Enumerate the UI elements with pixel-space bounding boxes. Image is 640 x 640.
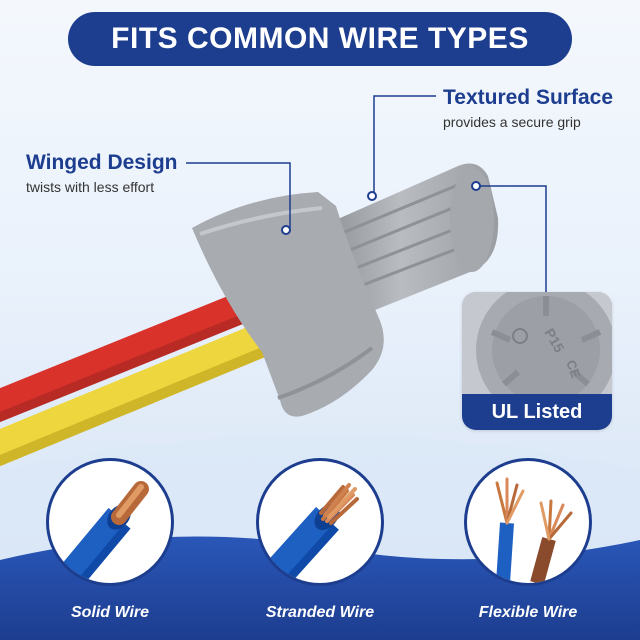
winged-design-marker xyxy=(281,225,291,235)
solid-wire-icon xyxy=(57,481,149,583)
wire-connector xyxy=(192,163,499,417)
flexible-wire-circle xyxy=(464,458,592,586)
winged-design-callout: Winged Design twists with less effort xyxy=(26,151,177,197)
connector-closeup-image: P15 CE xyxy=(462,292,612,420)
yellow-wire xyxy=(0,322,279,467)
stranded-wire-label: Stranded Wire xyxy=(265,604,375,621)
stranded-wire-icon xyxy=(261,483,359,583)
flexible-wire-icon xyxy=(495,477,573,583)
textured-surface-marker xyxy=(367,191,377,201)
header-banner: FITS COMMON WIRE TYPES xyxy=(68,12,572,66)
flexible-wire-label: Flexible Wire xyxy=(478,604,578,621)
ul-listed-card: P15 CE UL Listed xyxy=(462,292,612,430)
solid-wire-label: Solid Wire xyxy=(70,604,150,621)
ul-mark-icon xyxy=(512,328,528,344)
red-wire xyxy=(0,288,265,423)
callout-title: Textured Surface xyxy=(443,86,613,109)
ul-listed-label: UL Listed xyxy=(462,394,612,430)
callout-lines xyxy=(186,95,547,292)
embossed-ce: CE xyxy=(563,358,583,380)
callout-title: Winged Design xyxy=(26,151,178,174)
callout-subtitle: twists with less effort xyxy=(26,179,155,195)
ul-listed-marker xyxy=(471,181,481,191)
callout-subtitle: provides a secure grip xyxy=(443,114,581,130)
textured-surface-callout: Textured Surface provides a secure grip xyxy=(443,86,613,132)
stranded-wire-circle xyxy=(256,458,384,586)
banner-title: FITS COMMON WIRE TYPES xyxy=(111,22,529,55)
solid-wire-circle xyxy=(46,458,174,586)
